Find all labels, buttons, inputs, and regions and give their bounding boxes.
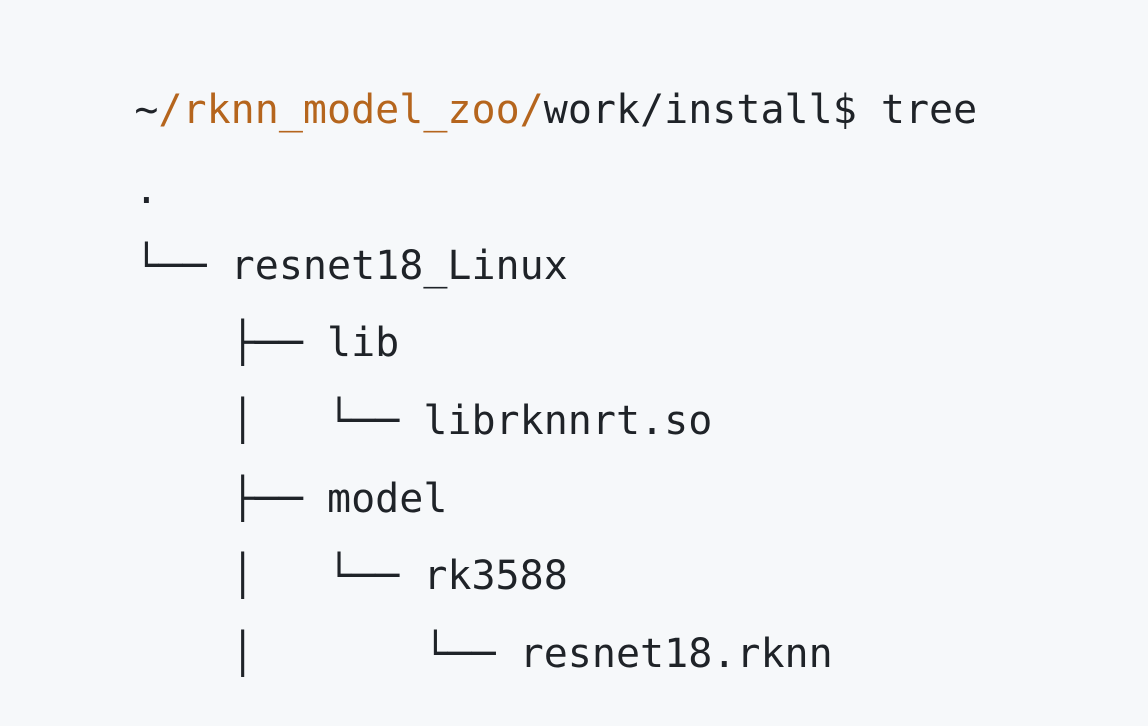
prompt-line: ~/rknn_model_zoo/work/install$ tree [38,38,977,133]
tree-line-lib: ├── lib [38,271,400,366]
prompt-rest-path: work/install$ [543,87,881,133]
tree-branch-glyph: ├── [134,320,327,366]
tree-entry-name: resnet18.rknn [519,631,833,677]
prompt-command: tree [880,87,978,133]
tree-entry-name: librknnrt.so [423,398,713,444]
tree-branch-glyph: ├── [134,476,327,522]
tree-entry-name: . [134,167,159,213]
tree-branch-glyph: │ └── [134,631,520,677]
prompt-home: ~ [134,87,159,133]
terminal-code-block: ~/rknn_model_zoo/work/install$ tree . └─… [38,38,978,677]
tree-line-rk3588: │ └── rk3588 [38,504,568,599]
tree-entry-name: rk3588 [423,553,568,599]
tree-line-librknnrt: │ └── librknnrt.so [38,349,713,444]
tree-branch-glyph: └── [134,243,231,289]
tree-entry-name: model [326,476,448,522]
tree-line-resnet18-linux: └── resnet18_Linux [38,194,567,289]
tree-branch-glyph: │ └── [134,398,424,444]
prompt-highlighted-path: /rknn_model_zoo/ [158,87,544,133]
tree-entry-name: lib [326,320,400,366]
tree-branch-glyph: │ └── [134,553,424,599]
tree-entry-name: resnet18_Linux [230,243,568,289]
tree-line-root: . [38,118,158,213]
tree-line-resnet18-rknn: │ └── resnet18.rknn [38,582,833,677]
tree-line-model: ├── model [38,427,448,522]
